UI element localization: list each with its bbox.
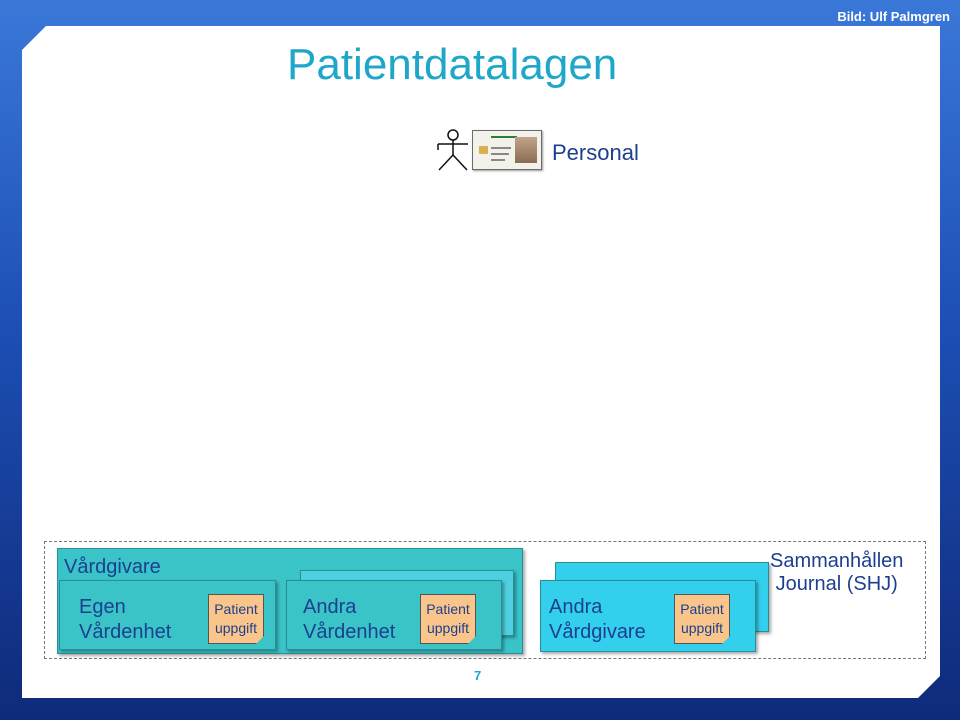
note-line: Patient: [675, 600, 729, 619]
image-credit: Bild: Ulf Palmgren: [837, 9, 950, 24]
label-line: Egen: [79, 595, 171, 620]
patient-note: Patient uppgift: [420, 594, 476, 644]
page-number: 7: [474, 668, 481, 683]
vardgivare-label: Vårdgivare: [64, 556, 161, 579]
egen-vardenhet-label: Egen Vårdenhet: [79, 595, 171, 645]
shj-label: Sammanhållen Journal (SHJ): [770, 550, 903, 596]
patient-note: Patient uppgift: [208, 594, 264, 644]
andra-vardenhet-label: Andra Vårdenhet: [303, 595, 395, 645]
note-line: uppgift: [209, 619, 263, 638]
card-chip: [479, 146, 488, 154]
card-text-line: [491, 159, 505, 161]
note-line: uppgift: [421, 619, 475, 638]
note-line: Patient: [209, 600, 263, 619]
label-line: Andra: [549, 595, 646, 620]
personal-label: Personal: [552, 140, 639, 166]
slide-title: Patientdatalagen: [287, 40, 617, 90]
note-line: Patient: [421, 600, 475, 619]
card-text-line: [491, 153, 509, 155]
id-card-icon: [472, 130, 542, 170]
card-header-line: [491, 136, 517, 138]
patient-note: Patient uppgift: [674, 594, 730, 644]
label-line: Vårdgivare: [549, 620, 646, 645]
note-line: uppgift: [675, 619, 729, 638]
label-line: Journal (SHJ): [770, 573, 903, 596]
label-line: Andra: [303, 595, 395, 620]
andra-vardgivare-label: Andra Vårdgivare: [549, 595, 646, 645]
label-line: Sammanhållen: [770, 550, 903, 573]
card-text-line: [491, 147, 511, 149]
person-figure-icon: [436, 128, 470, 172]
card-photo: [515, 137, 537, 163]
label-line: Vårdenhet: [303, 620, 395, 645]
label-line: Vårdenhet: [79, 620, 171, 645]
